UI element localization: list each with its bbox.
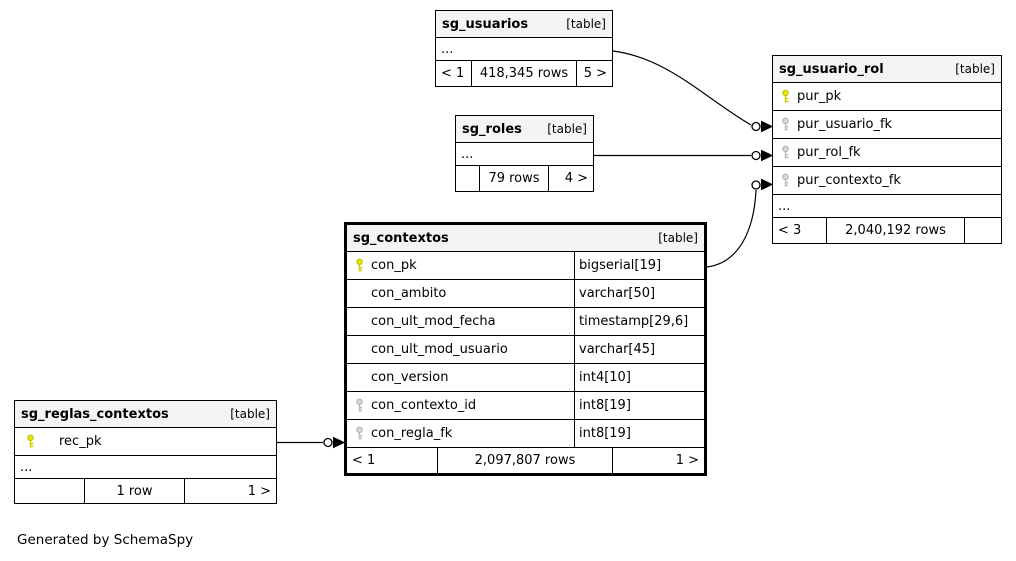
edge-roles-to-usuario-rol (594, 149, 774, 162)
hidden-columns-ellipsis: ... (436, 38, 612, 61)
row-count: 79 rows (479, 166, 548, 191)
column-row-con-pk: con_pk bigserial[19] (347, 252, 704, 280)
table-type-label: [table] (658, 231, 698, 245)
row-count: 2,097,807 rows (437, 448, 612, 473)
column-row-con-ambito: con_ambito varchar[50] (347, 280, 704, 308)
primary-key-icon (773, 83, 797, 110)
column-row-pur-usuario-fk: pur_usuario_fk (773, 111, 1001, 139)
foreign-key-icon (347, 392, 371, 419)
table-type-label: [table] (955, 62, 995, 76)
hidden-columns-ellipsis: ... (456, 143, 593, 166)
key-placeholder (347, 336, 371, 363)
edge-reglas-to-contextos (277, 436, 346, 449)
primary-key-icon (15, 428, 45, 455)
column-name: con_ult_mod_usuario (371, 342, 508, 357)
column-name: pur_usuario_fk (797, 117, 893, 132)
table-header-sg-contextos[interactable]: sg_contextos [table] (347, 225, 704, 252)
column-name: con_contexto_id (371, 398, 477, 413)
parents-count (456, 166, 479, 191)
parents-count: < 1 (441, 66, 465, 81)
children-count: 4 > (548, 166, 593, 191)
generated-by-credit: Generated by SchemaSpy (17, 532, 194, 548)
table-sg-usuarios[interactable]: sg_usuarios [table] ... < 1 418,345 rows… (435, 10, 613, 87)
column-name: rec_pk (59, 434, 102, 449)
column-row-pur-contexto-fk: pur_contexto_fk (773, 167, 1001, 195)
key-placeholder (347, 364, 371, 391)
table-type-label: [table] (547, 122, 587, 136)
column-row-pur-rol-fk: pur_rol_fk (773, 139, 1001, 167)
hidden-columns-ellipsis: ... (15, 456, 276, 479)
table-name: sg_usuarios (442, 16, 529, 32)
column-name: pur_contexto_fk (797, 173, 901, 188)
foreign-key-icon (773, 139, 797, 166)
column-type: varchar[45] (574, 336, 704, 363)
children-count: 1 > (184, 479, 276, 503)
table-stats-footer: < 1 2,097,807 rows 1 > (347, 448, 704, 473)
column-row-con-regla-fk: con_regla_fk int8[19] (347, 420, 704, 448)
column-type: timestamp[29,6] (574, 308, 704, 335)
table-name: sg_roles (462, 121, 522, 137)
table-stats-footer: 79 rows 4 > (456, 166, 593, 191)
column-row-con-ult-mod-fecha: con_ult_mod_fecha timestamp[29,6] (347, 308, 704, 336)
column-row-con-ult-mod-usuario: con_ult_mod_usuario varchar[45] (347, 336, 704, 364)
column-name: con_pk (371, 258, 417, 273)
column-row-con-contexto-id: con_contexto_id int8[19] (347, 392, 704, 420)
edge-usuarios-to-usuario-rol (612, 50, 774, 133)
column-type: varchar[50] (574, 280, 704, 307)
table-type-label: [table] (230, 407, 270, 421)
parents-count: < 3 (778, 223, 802, 238)
primary-key-icon (347, 252, 371, 279)
children-count: 1 > (612, 448, 704, 473)
column-name: con_ult_mod_fecha (371, 314, 496, 329)
table-header-sg-roles[interactable]: sg_roles [table] (456, 116, 593, 143)
parents-count: < 1 (352, 453, 376, 468)
table-name: sg_usuario_rol (779, 61, 884, 77)
column-type: int8[19] (574, 392, 704, 419)
table-name: sg_contextos (353, 230, 449, 246)
table-sg-reglas-contextos[interactable]: sg_reglas_contextos [table] rec_pk ... 1… (14, 400, 277, 504)
parents-count (15, 479, 84, 503)
row-count: 1 row (84, 479, 184, 503)
table-header-sg-usuario-rol[interactable]: sg_usuario_rol [table] (773, 56, 1001, 83)
table-sg-usuario-rol[interactable]: sg_usuario_rol [table] pur_pk pur_usuari… (772, 55, 1002, 244)
children-count: 5 > (576, 61, 612, 86)
table-sg-roles[interactable]: sg_roles [table] ... 79 rows 4 > (455, 115, 594, 192)
table-sg-contextos[interactable]: sg_contextos [table] con_pk bigserial[19… (344, 222, 707, 476)
column-name: pur_pk (797, 89, 842, 104)
column-row-rec-pk: rec_pk (15, 428, 276, 456)
foreign-key-icon (347, 420, 371, 447)
table-header-sg-usuarios[interactable]: sg_usuarios [table] (436, 11, 612, 38)
row-count: 418,345 rows (471, 61, 576, 86)
foreign-key-icon (773, 167, 797, 194)
table-name: sg_reglas_contextos (21, 406, 169, 422)
column-type: int4[10] (574, 364, 704, 391)
foreign-key-icon (773, 111, 797, 138)
edge-contextos-to-usuario-rol (706, 178, 774, 268)
column-name: con_ambito (371, 286, 447, 301)
key-placeholder (347, 308, 371, 335)
table-stats-footer: < 3 2,040,192 rows (773, 218, 1001, 243)
table-stats-footer: 1 row 1 > (15, 479, 276, 503)
row-count: 2,040,192 rows (826, 218, 964, 243)
table-stats-footer: < 1 418,345 rows 5 > (436, 61, 612, 86)
column-row-pur-pk: pur_pk (773, 83, 1001, 111)
table-type-label: [table] (566, 17, 606, 31)
column-name: pur_rol_fk (797, 145, 861, 160)
column-name: con_regla_fk (371, 426, 453, 441)
column-type: int8[19] (574, 420, 704, 447)
column-type: bigserial[19] (574, 252, 704, 279)
children-count (964, 218, 1001, 243)
table-header-sg-reglas-contextos[interactable]: sg_reglas_contextos [table] (15, 401, 276, 428)
column-name: con_version (371, 370, 449, 385)
hidden-columns-ellipsis: ... (773, 195, 1001, 218)
column-row-con-version: con_version int4[10] (347, 364, 704, 392)
key-placeholder (347, 280, 371, 307)
